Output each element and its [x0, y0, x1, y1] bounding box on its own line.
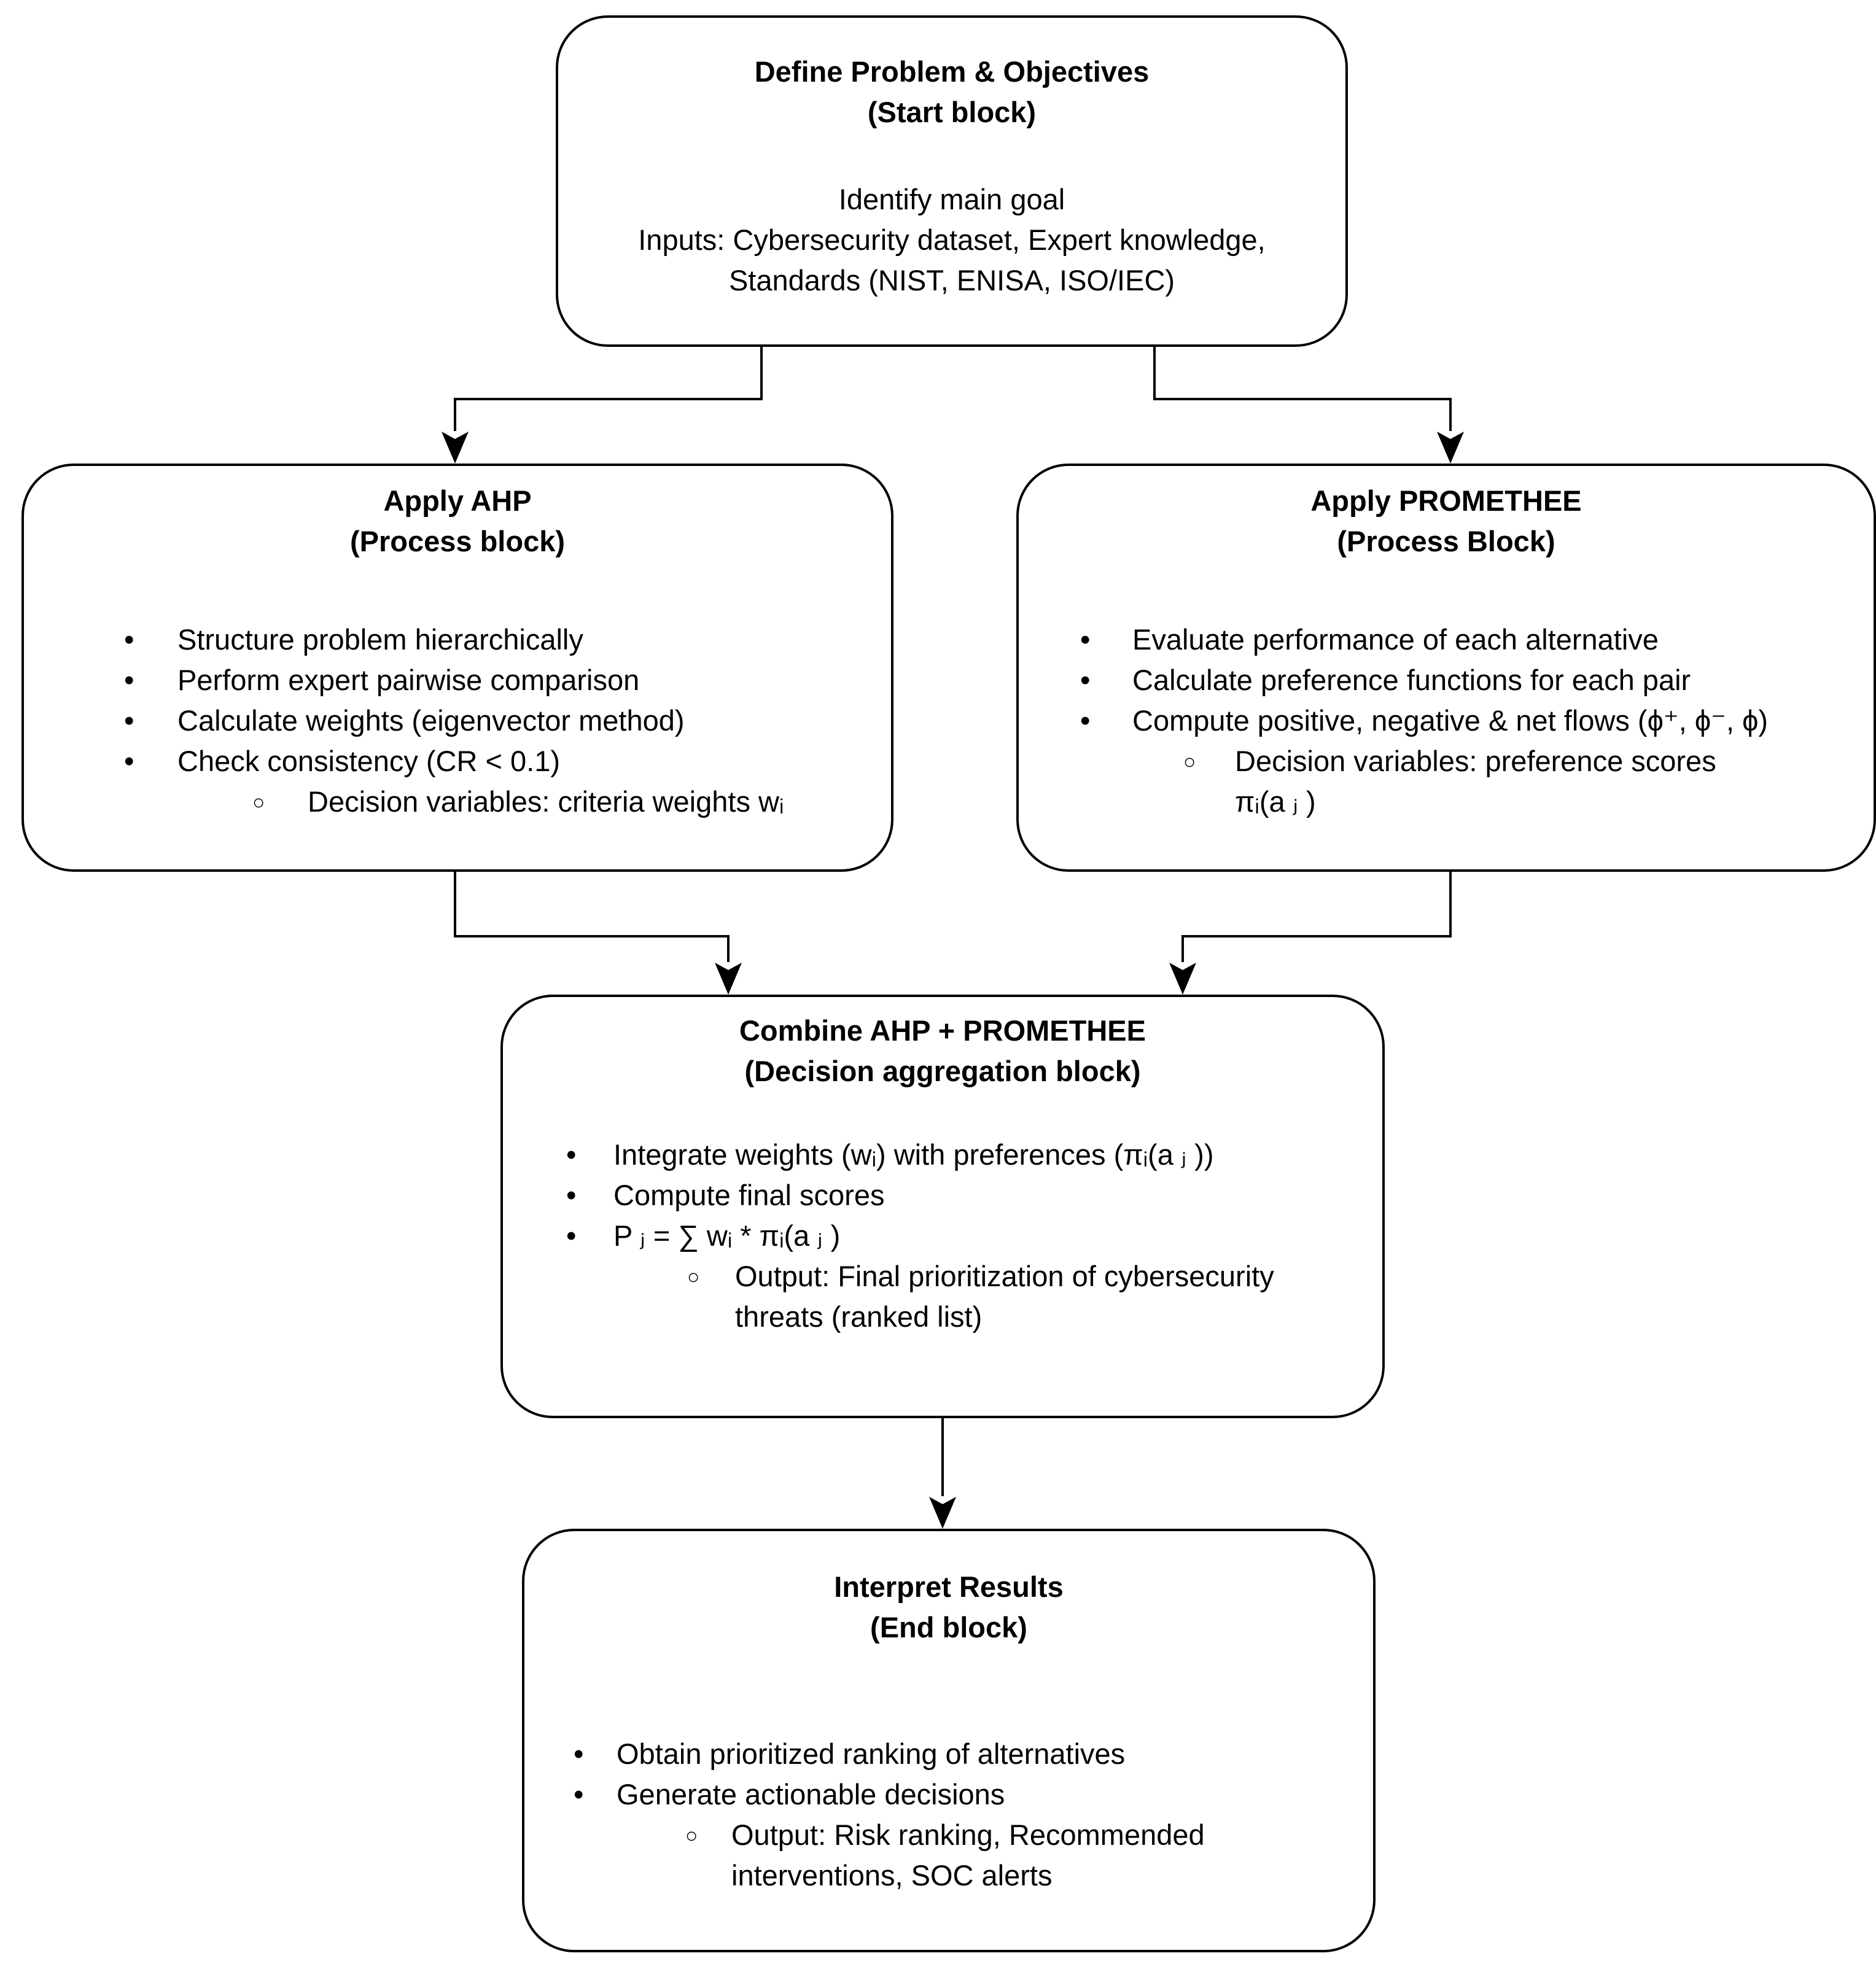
list-item: Evaluate performance of each alternative	[1019, 619, 1874, 660]
list-item-text: Output: Final prioritization of cybersec…	[735, 1260, 1274, 1333]
list-item: Decision variables: criteria weights wᵢ	[24, 782, 891, 822]
list-item-text: Decision variables: preference scores πᵢ…	[1235, 745, 1716, 818]
list-item-text: Compute final scores	[613, 1179, 885, 1211]
list-item-text: Check consistency (CR < 0.1)	[177, 745, 560, 777]
bullet-list: Evaluate performance of each alternative…	[1019, 619, 1874, 822]
list-item-text: Obtain prioritized ranking of alternativ…	[617, 1737, 1126, 1770]
list-item: Generate actionable decisions	[524, 1774, 1373, 1815]
list-item-text: Decision variables: criteria weights wᵢ	[308, 785, 784, 818]
list-item: Output: Final prioritization of cybersec…	[503, 1256, 1382, 1337]
block-title: Apply AHP (Process block)	[349, 484, 566, 557]
block-combine-ahp-promethee: Combine AHP + PROMETHEE (Decision aggreg…	[500, 995, 1385, 1418]
list-item: Integrate weights (wᵢ) with preferences …	[503, 1135, 1382, 1175]
disc-bullet-icon	[1080, 619, 1090, 660]
list-item: Calculate preference functions for each …	[1019, 660, 1874, 701]
block-title: Interpret Results (End block)	[834, 1570, 1064, 1644]
block-apply-promethee: Apply PROMETHEE (Process Block) Evaluate…	[1016, 464, 1876, 872]
list-item-text: Structure problem hierarchically	[177, 623, 583, 656]
disc-bullet-icon	[574, 1734, 583, 1774]
list-item: Compute positive, negative & net flows (…	[1019, 701, 1874, 741]
bullet-list: Structure problem hierarchically Perform…	[24, 619, 891, 822]
block-define-problem: Define Problem & Objectives (Start block…	[556, 15, 1348, 347]
block-title: Apply PROMETHEE (Process Block)	[1310, 484, 1582, 557]
block-body-text: Identify main goal Inputs: Cybersecurity…	[638, 183, 1266, 297]
disc-bullet-icon	[124, 619, 134, 660]
list-item: Perform expert pairwise comparison	[24, 660, 891, 701]
connector-start-to-promethee	[1153, 347, 1464, 464]
disc-bullet-icon	[574, 1774, 583, 1815]
block-title: Combine AHP + PROMETHEE (Decision aggreg…	[739, 1014, 1146, 1087]
list-item: P ⱼ = ∑ wᵢ * πᵢ(a ⱼ )	[503, 1216, 1382, 1256]
block-interpret-results: Interpret Results (End block) Obtain pri…	[522, 1529, 1376, 1952]
disc-bullet-icon	[124, 741, 134, 782]
disc-bullet-icon	[566, 1175, 576, 1216]
list-item: Output: Risk ranking, Recommended interv…	[524, 1815, 1373, 1896]
connector-promethee-to-combine	[1169, 872, 1452, 995]
list-item: Obtain prioritized ranking of alternativ…	[524, 1734, 1373, 1774]
disc-bullet-icon	[566, 1216, 576, 1256]
list-item-text: Output: Risk ranking, Recommended interv…	[731, 1818, 1205, 1892]
list-item-text: Compute positive, negative & net flows (…	[1132, 704, 1769, 737]
list-item-text: Integrate weights (wᵢ) with preferences …	[613, 1138, 1214, 1171]
list-item: Structure problem hierarchically	[24, 619, 891, 660]
disc-bullet-icon	[124, 660, 134, 701]
disc-bullet-icon	[1080, 701, 1090, 741]
list-item-text: Evaluate performance of each alternative	[1132, 623, 1659, 656]
bullet-list: Obtain prioritized ranking of alternativ…	[524, 1734, 1373, 1896]
list-item: Calculate weights (eigenvector method)	[24, 701, 891, 741]
circle-bullet-icon	[252, 782, 265, 825]
bullet-list: Integrate weights (wᵢ) with preferences …	[503, 1135, 1382, 1337]
disc-bullet-icon	[1080, 660, 1090, 701]
list-item-text: Calculate preference functions for each …	[1132, 664, 1691, 696]
list-item-text: P ⱼ = ∑ wᵢ * πᵢ(a ⱼ )	[613, 1219, 841, 1252]
block-apply-ahp: Apply AHP (Process block) Structure prob…	[21, 464, 893, 872]
list-item-text: Calculate weights (eigenvector method)	[177, 704, 685, 737]
disc-bullet-icon	[566, 1135, 576, 1175]
list-item: Compute final scores	[503, 1175, 1382, 1216]
connector-ahp-to-combine	[454, 872, 742, 995]
circle-bullet-icon	[685, 1815, 698, 1858]
list-item: Decision variables: preference scores πᵢ…	[1019, 741, 1874, 822]
circle-bullet-icon	[1183, 741, 1196, 785]
block-title: Define Problem & Objectives (Start block…	[754, 55, 1150, 128]
connector-start-to-ahp	[442, 347, 763, 464]
connector-combine-to-interpret	[929, 1418, 956, 1529]
list-item-text: Generate actionable decisions	[617, 1778, 1005, 1811]
disc-bullet-icon	[124, 701, 134, 741]
list-item: Check consistency (CR < 0.1)	[24, 741, 891, 782]
list-item-text: Perform expert pairwise comparison	[177, 664, 640, 696]
circle-bullet-icon	[687, 1256, 700, 1300]
